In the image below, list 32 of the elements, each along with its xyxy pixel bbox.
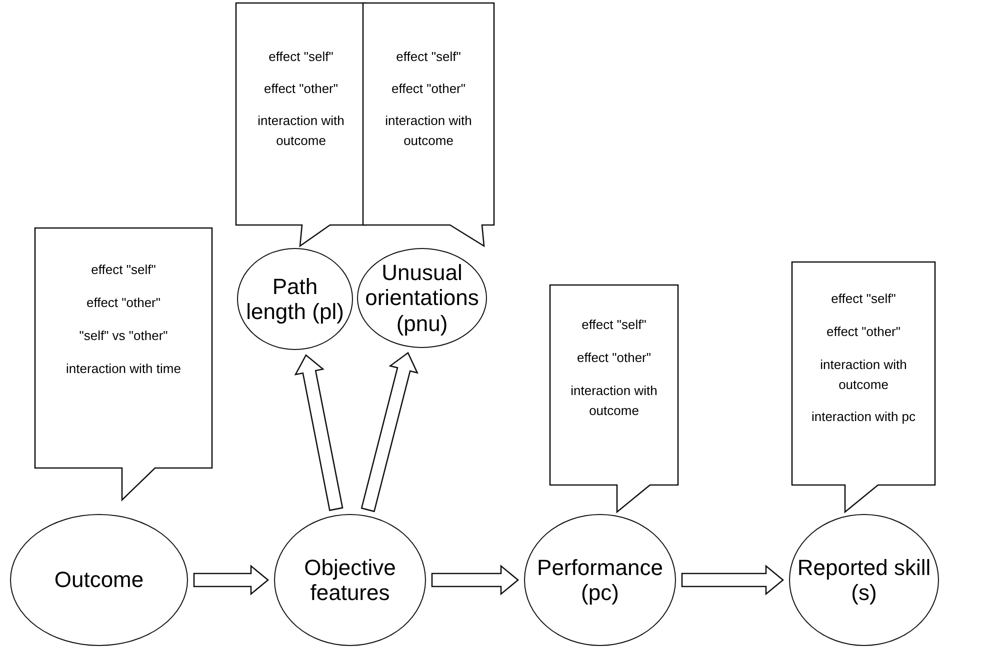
block-arrow — [360, 352, 418, 512]
callout-text: interaction with outcome — [384, 112, 473, 150]
callout-text: interaction with pc — [810, 408, 917, 426]
callout-box — [792, 262, 935, 512]
callout-text: interaction with outcome — [819, 356, 908, 394]
block-arrow — [294, 354, 344, 512]
callout-text: effect "other" — [85, 294, 162, 312]
block-arrow — [193, 564, 270, 596]
node-label: Unusual orientations (pnu) — [364, 260, 480, 336]
callout-text: effect "other" — [262, 80, 340, 98]
callout-text: effect "self" — [830, 290, 897, 308]
callout-text: interaction with outcome — [256, 112, 346, 150]
node-label: Performance (pc) — [536, 554, 664, 606]
callout-text: "self" vs "other" — [78, 327, 169, 345]
callout-text: effect "other" — [390, 80, 467, 98]
block-arrow — [431, 564, 520, 596]
callout-box — [363, 3, 494, 246]
node-label: Reported skill (s) — [796, 554, 932, 606]
callout-text: effect "self" — [268, 48, 334, 66]
callout-text: interaction with time — [65, 360, 182, 378]
callout-text: effect "self" — [580, 316, 648, 334]
callout-text: effect "other" — [576, 349, 652, 367]
block-arrow — [681, 564, 784, 596]
callout-box — [35, 228, 212, 500]
node-label: Outcome — [53, 567, 145, 593]
callout-text: effect "other" — [825, 323, 902, 341]
node-label: Path length (pl) — [245, 274, 345, 324]
callout-text: interaction with outcome — [570, 382, 658, 420]
callout-box — [550, 285, 678, 512]
callout-text: effect "self" — [90, 261, 157, 279]
node-label: Objective features — [303, 554, 397, 606]
callout-text: effect "self" — [395, 48, 462, 66]
